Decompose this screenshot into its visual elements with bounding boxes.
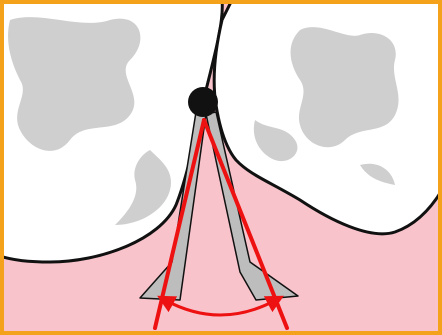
contact-point-dot [188, 87, 218, 117]
